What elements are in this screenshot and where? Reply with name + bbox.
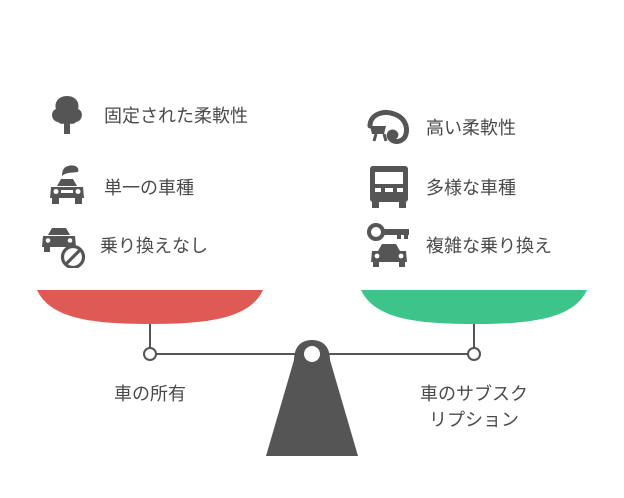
right-item-label: 多様な車種 xyxy=(426,178,516,199)
left-pivot xyxy=(143,347,157,361)
vehicle-front-icon xyxy=(366,164,412,210)
right-item-flexibility: 高い柔軟性 xyxy=(366,104,516,150)
chameleon-icon xyxy=(366,104,412,150)
fulcrum-pivot xyxy=(304,346,320,362)
left-item-label: 乗り換えなし xyxy=(100,236,208,257)
left-item-no-switch: 乗り換えなし xyxy=(40,222,208,268)
right-title-line2: リプション xyxy=(429,410,519,431)
right-title-line1: 車のサブスク xyxy=(420,384,528,405)
right-pan xyxy=(361,290,587,324)
right-item-complex-switch: 複雑な乗り換え xyxy=(366,222,552,268)
fulcrum xyxy=(266,340,358,456)
left-item-label: 固定された柔軟性 xyxy=(104,106,248,127)
right-item-variety: 多様な車種 xyxy=(366,164,516,210)
car-prohibited-icon xyxy=(40,222,86,268)
left-pan xyxy=(37,290,263,324)
right-item-label: 高い柔軟性 xyxy=(426,118,516,139)
left-title: 車の所有 xyxy=(114,384,186,405)
right-pivot xyxy=(467,347,481,361)
left-item-single-model: 単一の車種 xyxy=(44,164,194,210)
car-key-icon xyxy=(366,222,412,268)
right-item-label: 複雑な乗り換え xyxy=(426,236,552,257)
right-title: 車のサブスク リプション xyxy=(394,382,554,434)
tree-icon xyxy=(44,92,90,138)
left-item-flexibility: 固定された柔軟性 xyxy=(44,92,248,138)
left-item-label: 単一の車種 xyxy=(104,178,194,199)
single-car-icon xyxy=(44,164,90,210)
